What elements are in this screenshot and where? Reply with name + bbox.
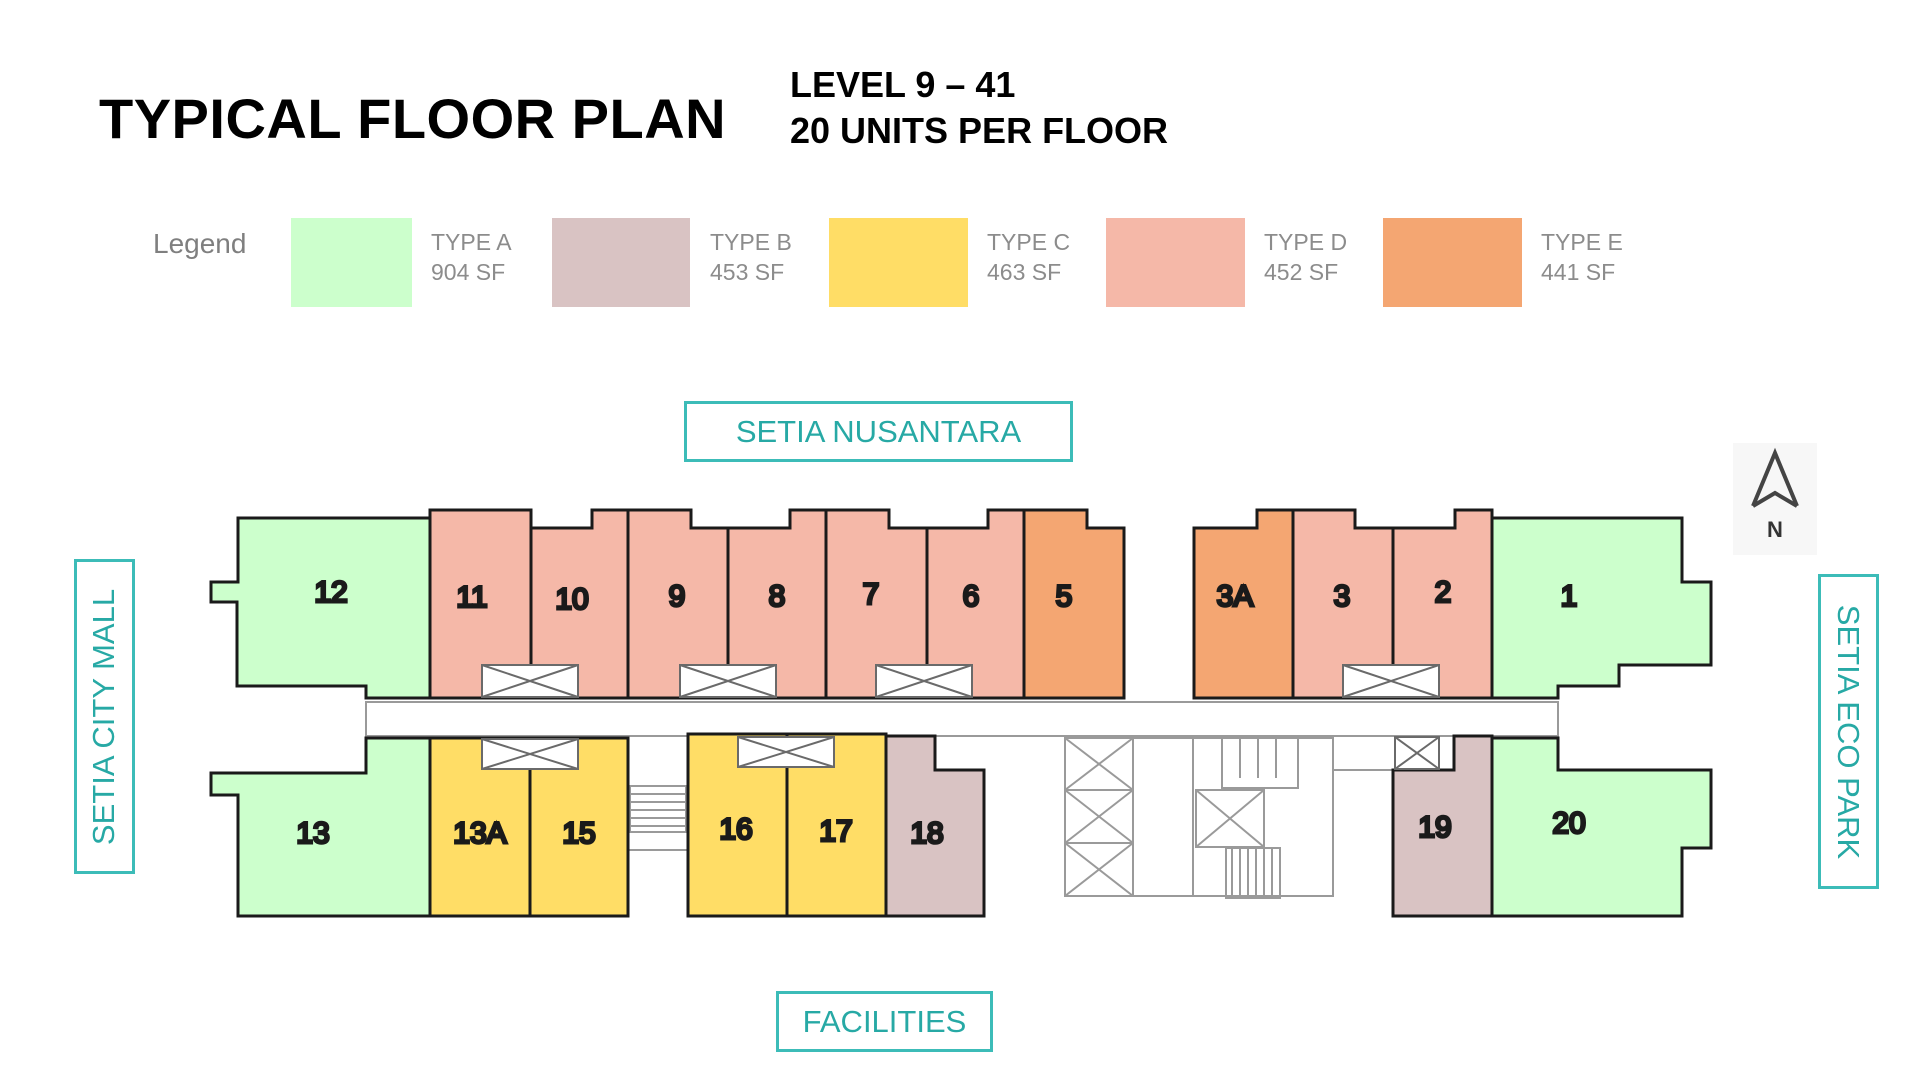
svg-text:17: 17 bbox=[819, 815, 852, 848]
unit-16: 16 bbox=[686, 732, 789, 918]
svg-text:7: 7 bbox=[863, 578, 880, 611]
label-setia-city-mall: SETIA CITY MALL bbox=[74, 559, 135, 874]
legend-type: TYPE C bbox=[987, 229, 1071, 255]
svg-text:8: 8 bbox=[769, 580, 786, 613]
svg-text:13A: 13A bbox=[453, 817, 506, 850]
legend-size: 904 SF bbox=[431, 259, 506, 285]
svg-text:19: 19 bbox=[1418, 811, 1451, 844]
svg-text:15: 15 bbox=[562, 817, 595, 850]
legend-swatch-type-a bbox=[291, 218, 412, 307]
units-north-row: 12 11 10 9 8 7 6 5 bbox=[209, 508, 1713, 700]
floor-info: LEVEL 9 – 41 20 UNITS PER FLOOR bbox=[790, 62, 1168, 154]
label-setia-nusantara: SETIA NUSANTARA bbox=[684, 401, 1073, 462]
svg-text:6: 6 bbox=[963, 580, 980, 613]
north-compass: N bbox=[1733, 443, 1817, 555]
unit-5: 5 bbox=[1022, 508, 1126, 700]
legend-type: TYPE E bbox=[1541, 229, 1623, 255]
legend-swatch-type-b bbox=[552, 218, 690, 307]
legend-size: 441 SF bbox=[1541, 259, 1616, 285]
svg-text:5: 5 bbox=[1056, 580, 1073, 613]
svg-text:3A: 3A bbox=[1217, 580, 1254, 613]
north-arrow-icon bbox=[1751, 447, 1799, 508]
legend-swatch-type-e bbox=[1383, 218, 1522, 307]
svg-text:13: 13 bbox=[296, 817, 329, 850]
svg-text:12: 12 bbox=[314, 576, 347, 609]
unit-18: 18 bbox=[884, 734, 986, 918]
corridor bbox=[365, 701, 1559, 737]
svg-text:3: 3 bbox=[1334, 580, 1351, 613]
svg-text:18: 18 bbox=[910, 817, 943, 850]
legend-size: 463 SF bbox=[987, 259, 1062, 285]
svg-text:20: 20 bbox=[1552, 807, 1585, 840]
compass-label: N bbox=[1767, 517, 1783, 542]
legend-label: Legend bbox=[153, 228, 247, 259]
level-range: LEVEL 9 – 41 bbox=[790, 64, 1016, 105]
svg-text:2: 2 bbox=[1435, 576, 1452, 609]
legend-swatch-type-c bbox=[829, 218, 968, 307]
unit-3a: 3A bbox=[1192, 508, 1295, 700]
unit-13a: 13A bbox=[428, 736, 532, 918]
label-facilities: FACILITIES bbox=[776, 991, 993, 1052]
unit-10: 10 bbox=[529, 508, 630, 700]
unit-12: 12 bbox=[209, 516, 432, 700]
units-per-floor: 20 UNITS PER FLOOR bbox=[790, 110, 1169, 151]
legend-type: TYPE B bbox=[710, 229, 792, 255]
label-setia-eco-park: SETIA ECO PARK bbox=[1818, 574, 1879, 889]
unit-19: 19 bbox=[1391, 734, 1494, 918]
utility-shafts bbox=[481, 664, 1440, 770]
page-title: TYPICAL FLOOR PLAN bbox=[99, 87, 727, 150]
unit-13: 13 bbox=[209, 736, 432, 918]
legend-type: TYPE D bbox=[1264, 229, 1348, 255]
legend-swatch-type-d bbox=[1106, 218, 1245, 307]
unit-1: 1 bbox=[1490, 516, 1713, 700]
legend-size: 452 SF bbox=[1264, 259, 1339, 285]
unit-20: 20 bbox=[1490, 736, 1713, 918]
legend-type: TYPE A bbox=[431, 229, 512, 255]
legend-size: 453 SF bbox=[710, 259, 785, 285]
svg-text:11: 11 bbox=[456, 581, 487, 614]
svg-text:10: 10 bbox=[555, 583, 588, 616]
svg-text:1: 1 bbox=[1561, 580, 1578, 613]
unit-11: 11 bbox=[428, 508, 533, 700]
svg-text:9: 9 bbox=[669, 580, 686, 613]
unit-15: 15 bbox=[528, 736, 630, 918]
units-south-row: 13 13A 15 16 17 18 19 20 bbox=[209, 732, 1713, 918]
svg-text:16: 16 bbox=[719, 813, 752, 846]
